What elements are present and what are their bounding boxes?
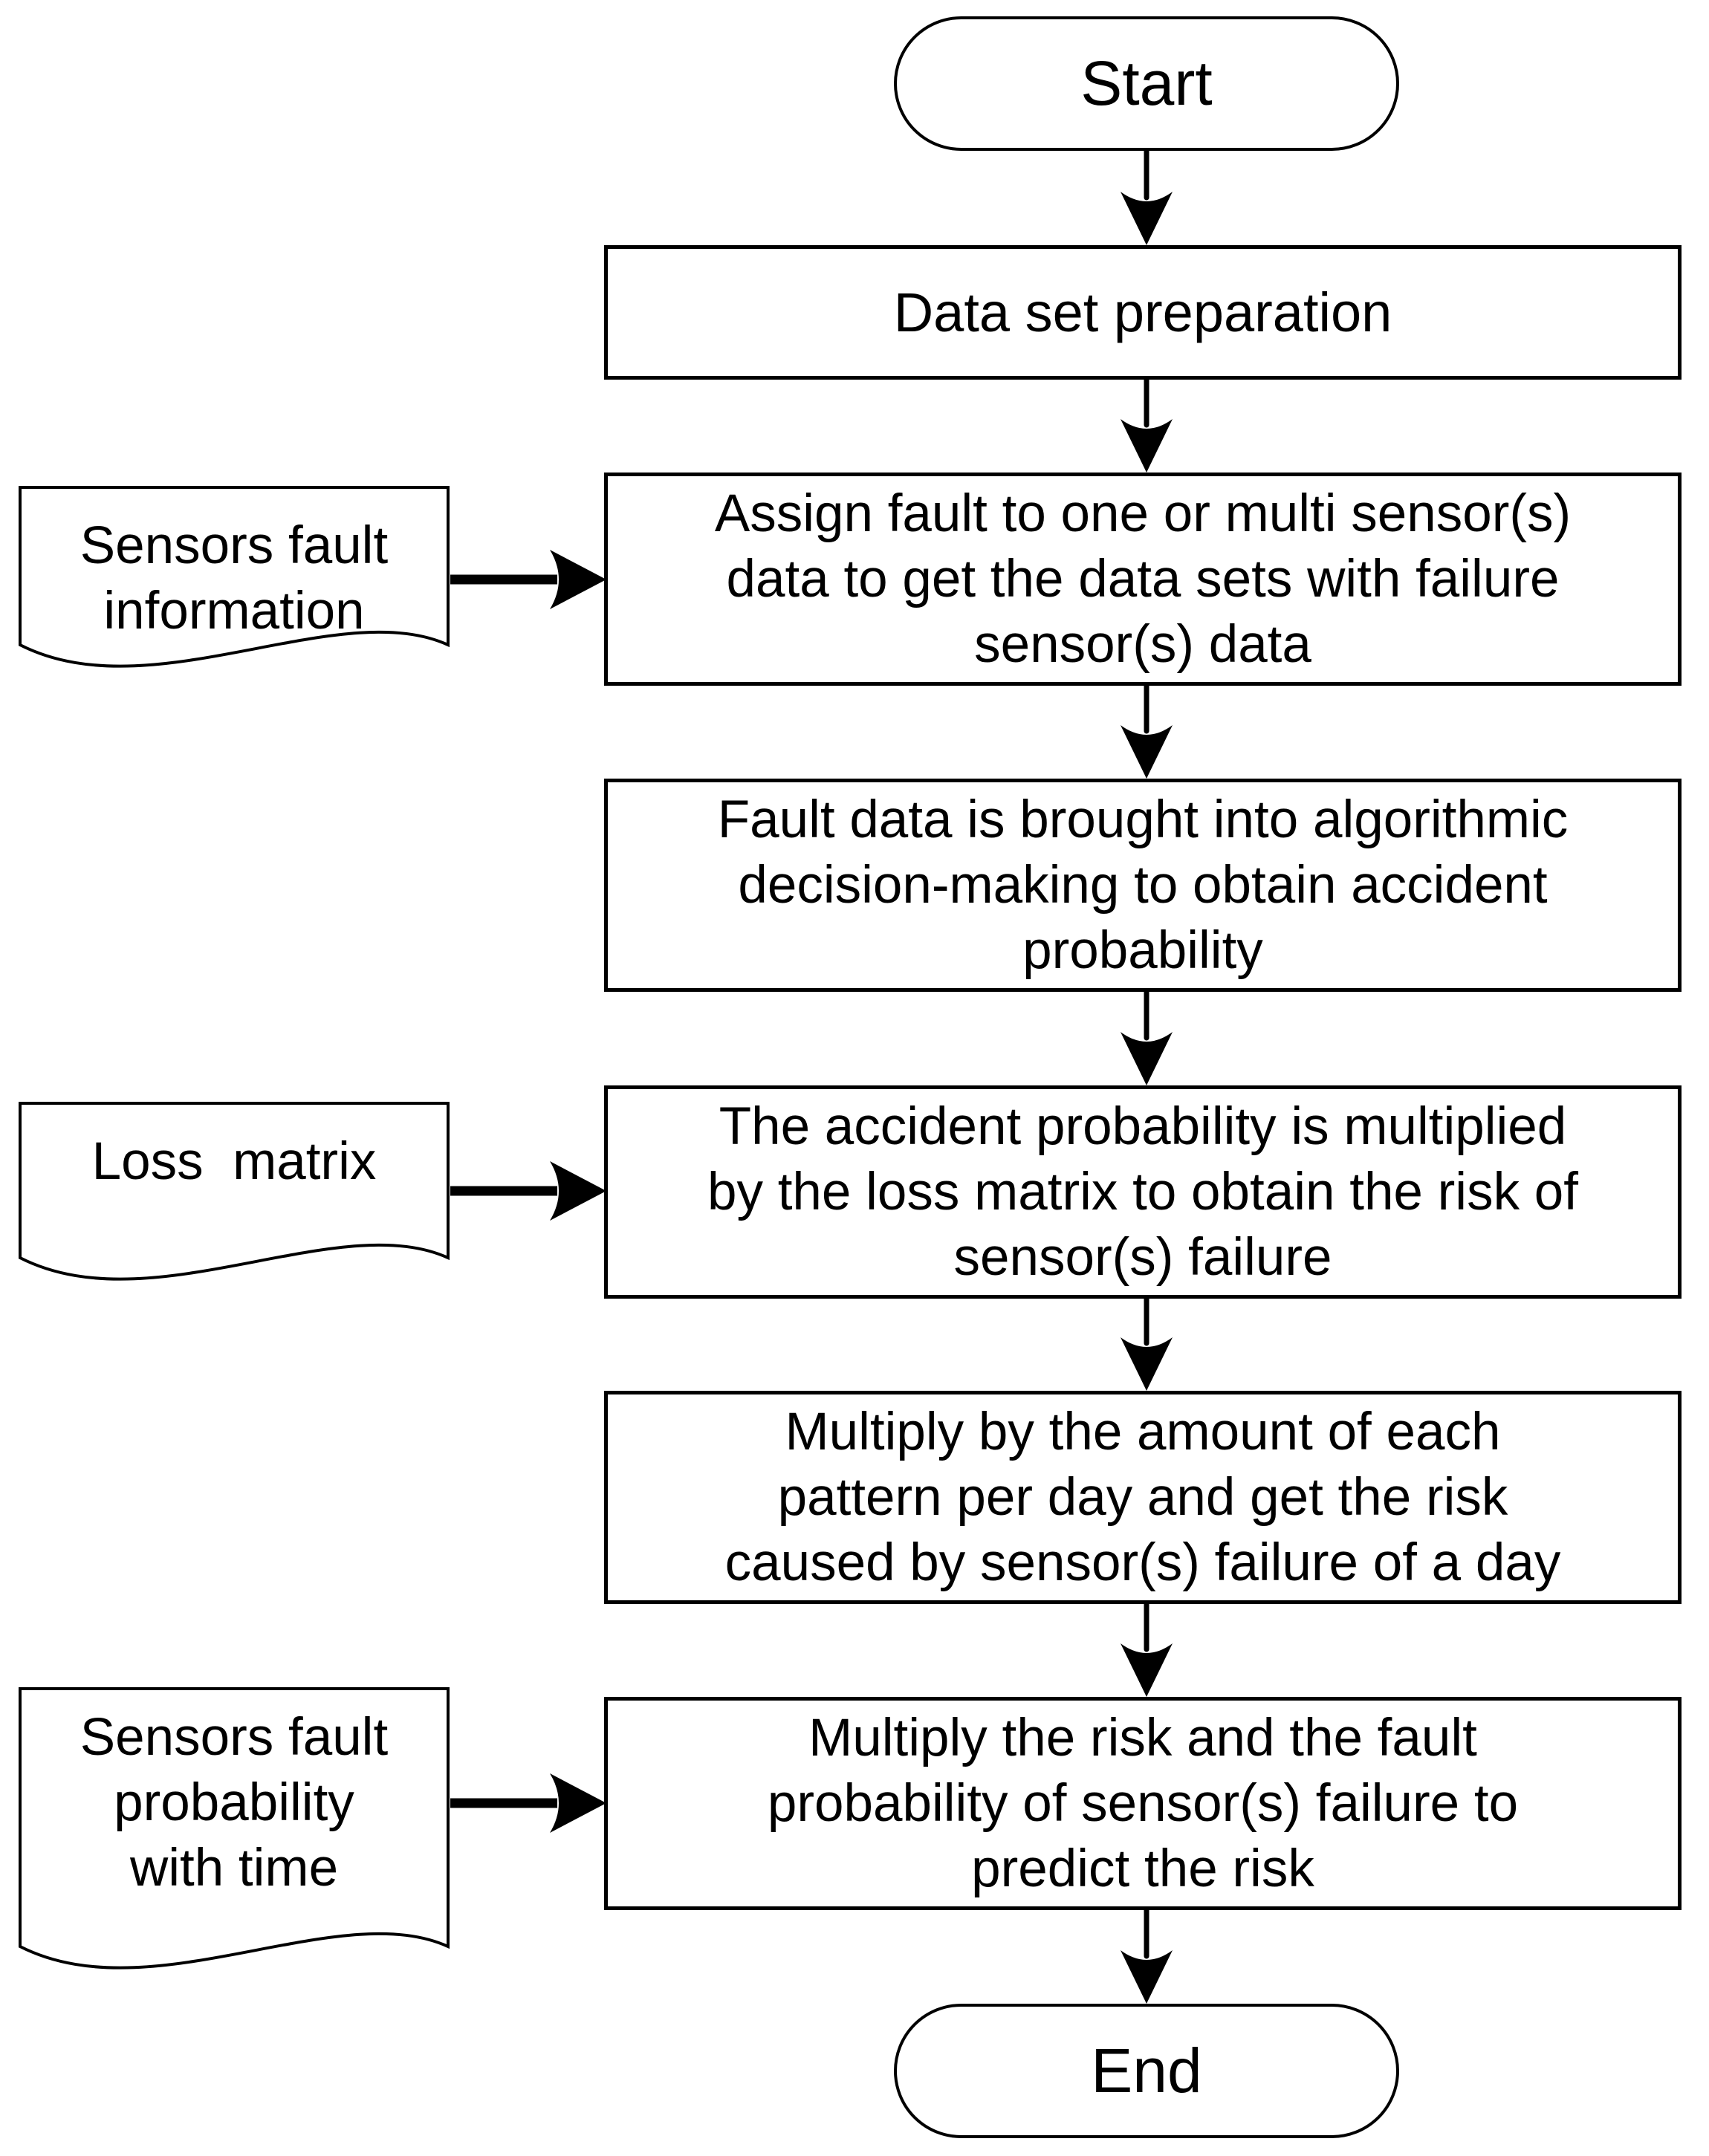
arrowhead-down-icon [1121, 1032, 1173, 1085]
document-loss-matrix: Loss matrix [18, 1101, 450, 1324]
arrowhead-down-icon [1121, 192, 1173, 245]
process-label-line: caused by sensor(s) failure of a day [724, 1533, 1561, 1592]
document-shape-icon [19, 1102, 450, 1281]
horizontal-arrow-heads [550, 550, 606, 1833]
document-sensors-fault-probability: Sensors fault probability with time [18, 1686, 450, 2002]
arrowhead-down-icon [1121, 725, 1173, 779]
process-label-line: Assign fault to one or multi sensor(s) [714, 484, 1572, 543]
document-label: Sensors fault probability with time [80, 1708, 389, 1897]
document-sensors-fault-information: Sensors fault information [18, 485, 450, 708]
arrowhead-right-icon [550, 550, 606, 609]
document-label: Loss matrix [91, 1132, 377, 1191]
terminator-end: End [894, 2004, 1399, 2138]
document-shape-icon [19, 1687, 450, 1970]
process-label-line: predict the risk [971, 1839, 1314, 1898]
horizontal-arrow-tails [450, 574, 557, 1808]
arrowhead-down-icon [1121, 419, 1173, 473]
process-label: Data set preparation [893, 281, 1392, 343]
process-label-line: Multiply by the amount of each [785, 1402, 1501, 1461]
process-assign-fault: Assign fault to one or multi sensor(s) d… [604, 473, 1682, 686]
process-label-line: probability [1022, 920, 1263, 980]
process-algorithmic-decision: Fault data is brought into algorithmic d… [604, 779, 1682, 992]
terminator-end-label: End [1091, 2036, 1202, 2105]
terminator-start: Start [894, 16, 1399, 151]
arrowhead-down-icon [1121, 1337, 1173, 1391]
process-label-line: pattern per day and get the risk [777, 1467, 1508, 1527]
document-label: Sensors fault information [80, 516, 389, 640]
process-label-line: The accident probability is multiplied [719, 1097, 1567, 1156]
arrowhead-down-icon [1121, 1643, 1173, 1697]
process-label-line: by the loss matrix to obtain the risk of [707, 1162, 1579, 1221]
process-label-line: probability of sensor(s) failure to [767, 1773, 1519, 1833]
process-label-line: Fault data is brought into algorithmic [717, 790, 1569, 849]
process-label-line: data to get the data sets with failure [726, 549, 1560, 608]
document-shape-icon [19, 486, 450, 668]
arrowhead-right-icon [550, 1773, 606, 1833]
process-label-line: sensor(s) data [974, 614, 1311, 674]
arrowhead-down-icon [1121, 1950, 1173, 2004]
process-data-set-preparation: Data set preparation [604, 245, 1682, 380]
process-loss-multiplication: The accident probability is multiplied b… [604, 1085, 1682, 1299]
terminator-start-label: Start [1080, 48, 1213, 118]
process-label-line: sensor(s) failure [953, 1227, 1332, 1287]
process-label-line: Multiply the risk and the fault [808, 1708, 1477, 1767]
process-label-line: decision-making to obtain accident [738, 855, 1548, 915]
arrowhead-right-icon [550, 1161, 606, 1221]
process-risk-prediction: Multiply the risk and the fault probabil… [604, 1697, 1682, 1910]
process-pattern-multiplication: Multiply by the amount of each pattern p… [604, 1391, 1682, 1604]
